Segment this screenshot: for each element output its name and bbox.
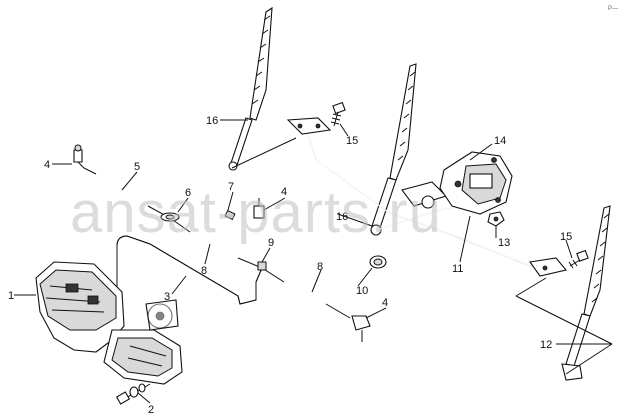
wiper-motor-14: [439, 151, 513, 215]
callout-10: 10: [356, 285, 368, 297]
leader-lines: [14, 119, 613, 404]
grommet-10: [369, 255, 387, 269]
watermark: ansat-parts.ru: [70, 180, 442, 245]
callout-6: 6: [185, 187, 191, 199]
bolt-2: [115, 383, 151, 405]
wiper-blade-centre: [370, 63, 417, 236]
connector-7: [224, 209, 236, 221]
callout-15b: 15: [560, 231, 572, 243]
callout-14: 14: [494, 135, 506, 147]
callout-9: 9: [268, 237, 274, 249]
callout-11: 11: [452, 263, 463, 275]
nut-13: [487, 211, 505, 227]
bolt-15-right: [568, 249, 589, 269]
wiper-blade-12-right: [561, 205, 611, 381]
callout-8b: 8: [317, 261, 323, 273]
callout-15a: 15: [346, 135, 358, 147]
washer-reservoir-1: [35, 261, 183, 385]
callout-3: 3: [164, 291, 170, 303]
nozzle-4-top: [73, 144, 85, 169]
nozzle-4-middle: [253, 198, 265, 219]
callout-13: 13: [498, 237, 510, 249]
hose-8-right: [282, 279, 328, 307]
callout-5: 5: [134, 161, 140, 173]
callout-16b: 16: [336, 211, 348, 223]
callout-12: 12: [540, 339, 552, 351]
callout-8a: 8: [201, 265, 207, 277]
corner-mark: P—: [608, 6, 618, 12]
clip-6: [160, 212, 180, 222]
callout-16a: 16: [206, 115, 218, 127]
wiper-blade-16-left: [228, 6, 273, 171]
wiper-linkage-11: [286, 117, 567, 277]
callout-4a: 4: [44, 159, 50, 171]
callouts: 1 2 3 4 4 4 5 6 7 8 8 9 10 11 12 13 14 1…: [8, 115, 572, 416]
bolt-15-top: [330, 101, 346, 127]
nozzle-4-bottom: [351, 315, 371, 342]
callout-2: 2: [148, 404, 154, 416]
callout-7: 7: [228, 181, 234, 193]
washer-tube-3: [116, 235, 263, 305]
callout-4c: 4: [382, 297, 388, 309]
callout-1: 1: [8, 290, 14, 302]
callout-4b: 4: [281, 186, 287, 198]
tee-9: [257, 261, 267, 271]
hose-8-left: [188, 229, 240, 261]
